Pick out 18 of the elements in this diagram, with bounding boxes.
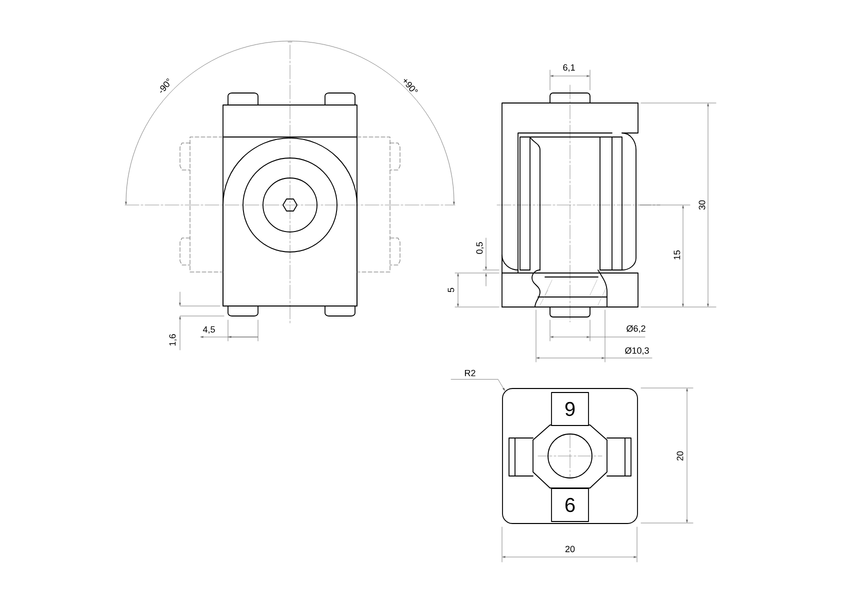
dimension-value: 5 xyxy=(448,288,454,292)
number-box: 6 xyxy=(551,488,589,522)
dimension-value: +90° xyxy=(404,78,418,92)
leader-line xyxy=(450,379,505,391)
dimension-value: 4,5 xyxy=(202,326,215,334)
radius-label: R2 xyxy=(465,370,476,376)
dimension-value: Ø6,2 xyxy=(626,325,646,333)
dimension-value: 30 xyxy=(698,200,706,210)
dimension-value: 0,5 xyxy=(476,242,484,254)
dimension-value: 15 xyxy=(674,250,680,260)
dimension-value: 1,6 xyxy=(169,334,177,346)
dimension-value: -90° xyxy=(160,78,170,93)
dimension-value: Ø10,3 xyxy=(625,347,649,355)
square-plate xyxy=(502,388,638,524)
dimension-value: 20 xyxy=(565,546,575,552)
number-box: 9 xyxy=(551,392,589,426)
dimension-value: 6,1 xyxy=(563,64,575,72)
dimension-value: 20 xyxy=(676,451,684,461)
